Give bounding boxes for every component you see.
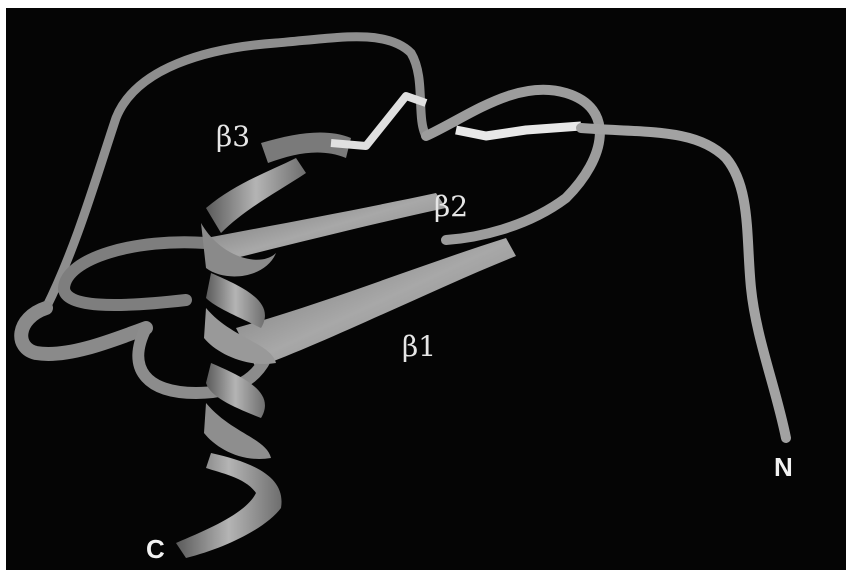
n-terminal-tail (581, 128, 786, 438)
beta1-label: β1 (402, 330, 436, 363)
beta3-label: β3 (216, 120, 250, 153)
n-terminus-label: N (774, 452, 793, 483)
helix (176, 158, 306, 558)
left-knot-coil (21, 308, 146, 354)
ribbon-diagram (6, 8, 846, 570)
disulfide-bond-2 (456, 126, 581, 136)
beta2-label: β2 (434, 190, 468, 223)
left-hairpin-loop (64, 242, 206, 305)
c-terminus-label: C (146, 534, 165, 565)
beta3-strand (261, 133, 351, 163)
protein-ribbon-figure: β3 β2 β1 N C (6, 8, 846, 570)
beta1-strand (236, 238, 516, 368)
